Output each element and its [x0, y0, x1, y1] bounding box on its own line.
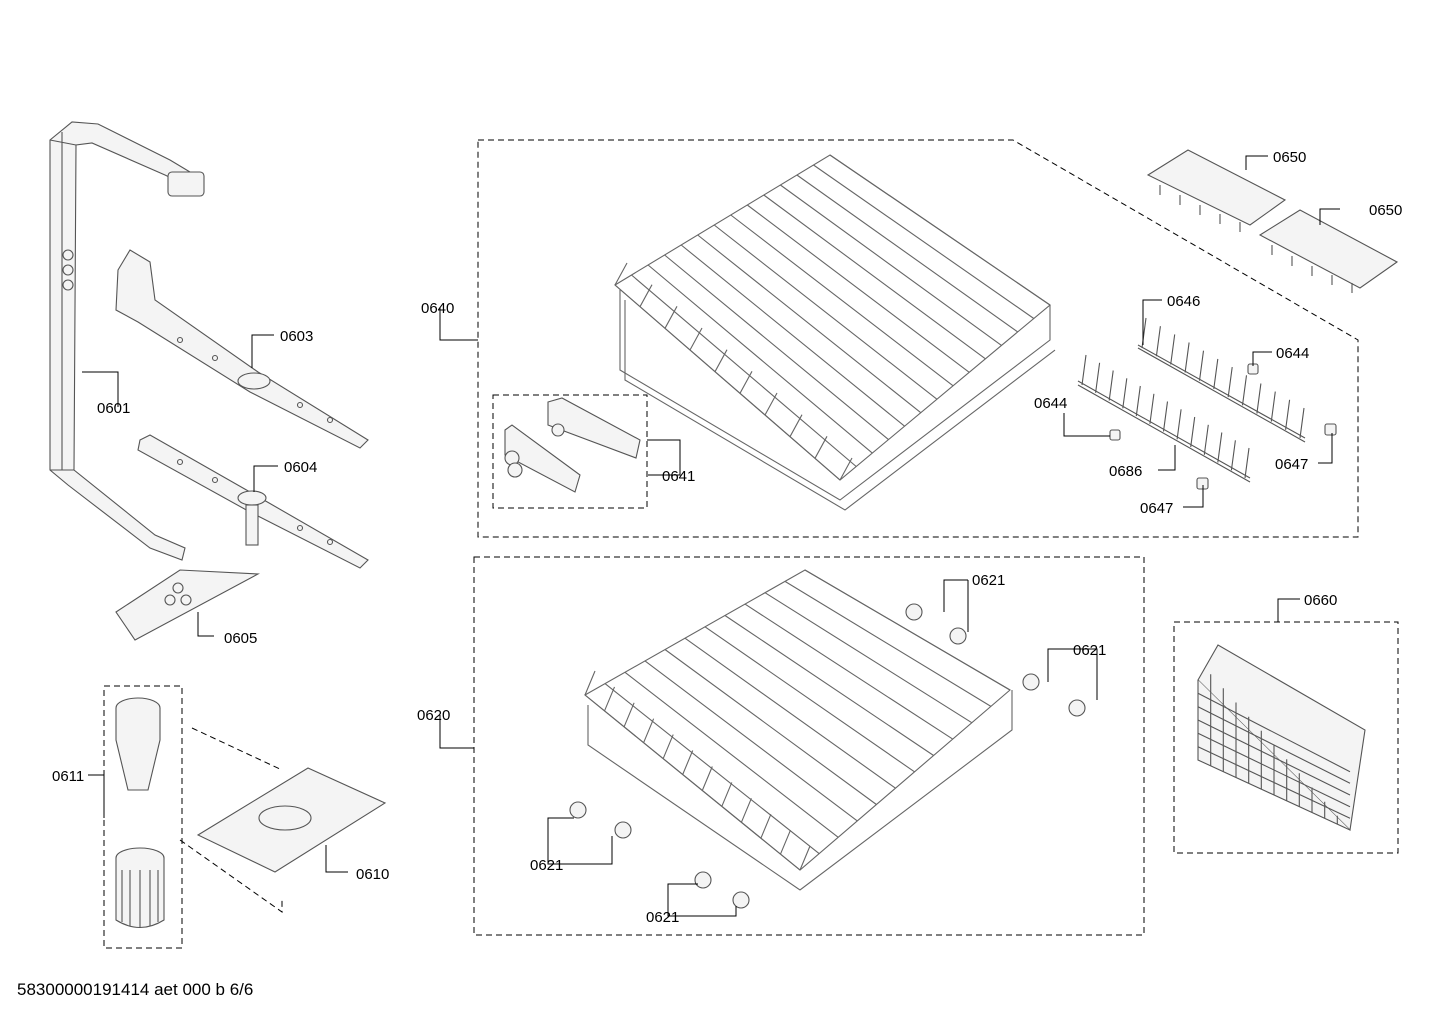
label-0603: 0603 — [280, 328, 313, 345]
part-upper-spray-arm — [115, 249, 369, 449]
group-box-cutlery-basket — [1173, 621, 1399, 854]
part-folding-tines-2 — [1258, 209, 1399, 293]
label-0640: 0640 — [421, 300, 454, 317]
label-0641: 0641 — [662, 468, 695, 485]
label-0650-bottom: 0650 — [1369, 202, 1402, 219]
label-0647-left: 0647 — [1140, 500, 1173, 517]
leader-lines — [82, 155, 1340, 917]
part-tine-row-0646 — [1137, 317, 1306, 443]
part-fine-filter-plate — [179, 727, 387, 913]
label-0644-left: 0644 — [1034, 395, 1067, 412]
label-0605: 0605 — [224, 630, 257, 647]
part-lower-spray-arm — [137, 434, 369, 569]
label-0644-right: 0644 — [1276, 345, 1309, 362]
part-clips — [1109, 363, 1337, 490]
part-lower-rack — [584, 569, 1013, 891]
part-lower-rack-rollers — [569, 603, 1086, 909]
group-box-lower-rack — [473, 556, 1145, 936]
part-rack-rollers — [504, 397, 641, 493]
part-folding-tines-1 — [1146, 149, 1287, 232]
label-0686: 0686 — [1109, 463, 1142, 480]
group-box-upper-rack — [477, 139, 1359, 538]
drawing-reference-number: 58300000191414 aet 000 b 6/6 — [17, 980, 254, 999]
label-0621-d: 0621 — [646, 909, 679, 926]
label-0601: 0601 — [97, 400, 130, 417]
part-spray-plate — [115, 569, 260, 641]
label-0647-right: 0647 — [1275, 456, 1308, 473]
label-0621-c: 0621 — [530, 857, 563, 874]
part-labels: 0601 0603 0604 0605 0611 0610 0640 0641 … — [52, 149, 1402, 926]
label-0620: 0620 — [417, 707, 450, 724]
part-cutlery-basket — [1197, 644, 1366, 832]
label-0611: 0611 — [52, 768, 84, 785]
group-box-rack-rollers — [492, 394, 648, 509]
label-0604: 0604 — [284, 459, 317, 476]
part-supply-pipe — [49, 121, 205, 561]
label-0621-b: 0621 — [1073, 642, 1106, 659]
label-0610: 0610 — [356, 866, 389, 883]
label-0621-a: 0621 — [972, 572, 1005, 589]
part-tine-row-0686 — [1077, 354, 1251, 483]
label-0660: 0660 — [1304, 592, 1337, 609]
label-0650-top: 0650 — [1273, 149, 1306, 166]
part-filter — [115, 697, 165, 929]
label-0646: 0646 — [1167, 293, 1200, 310]
part-upper-rack — [614, 154, 1056, 511]
